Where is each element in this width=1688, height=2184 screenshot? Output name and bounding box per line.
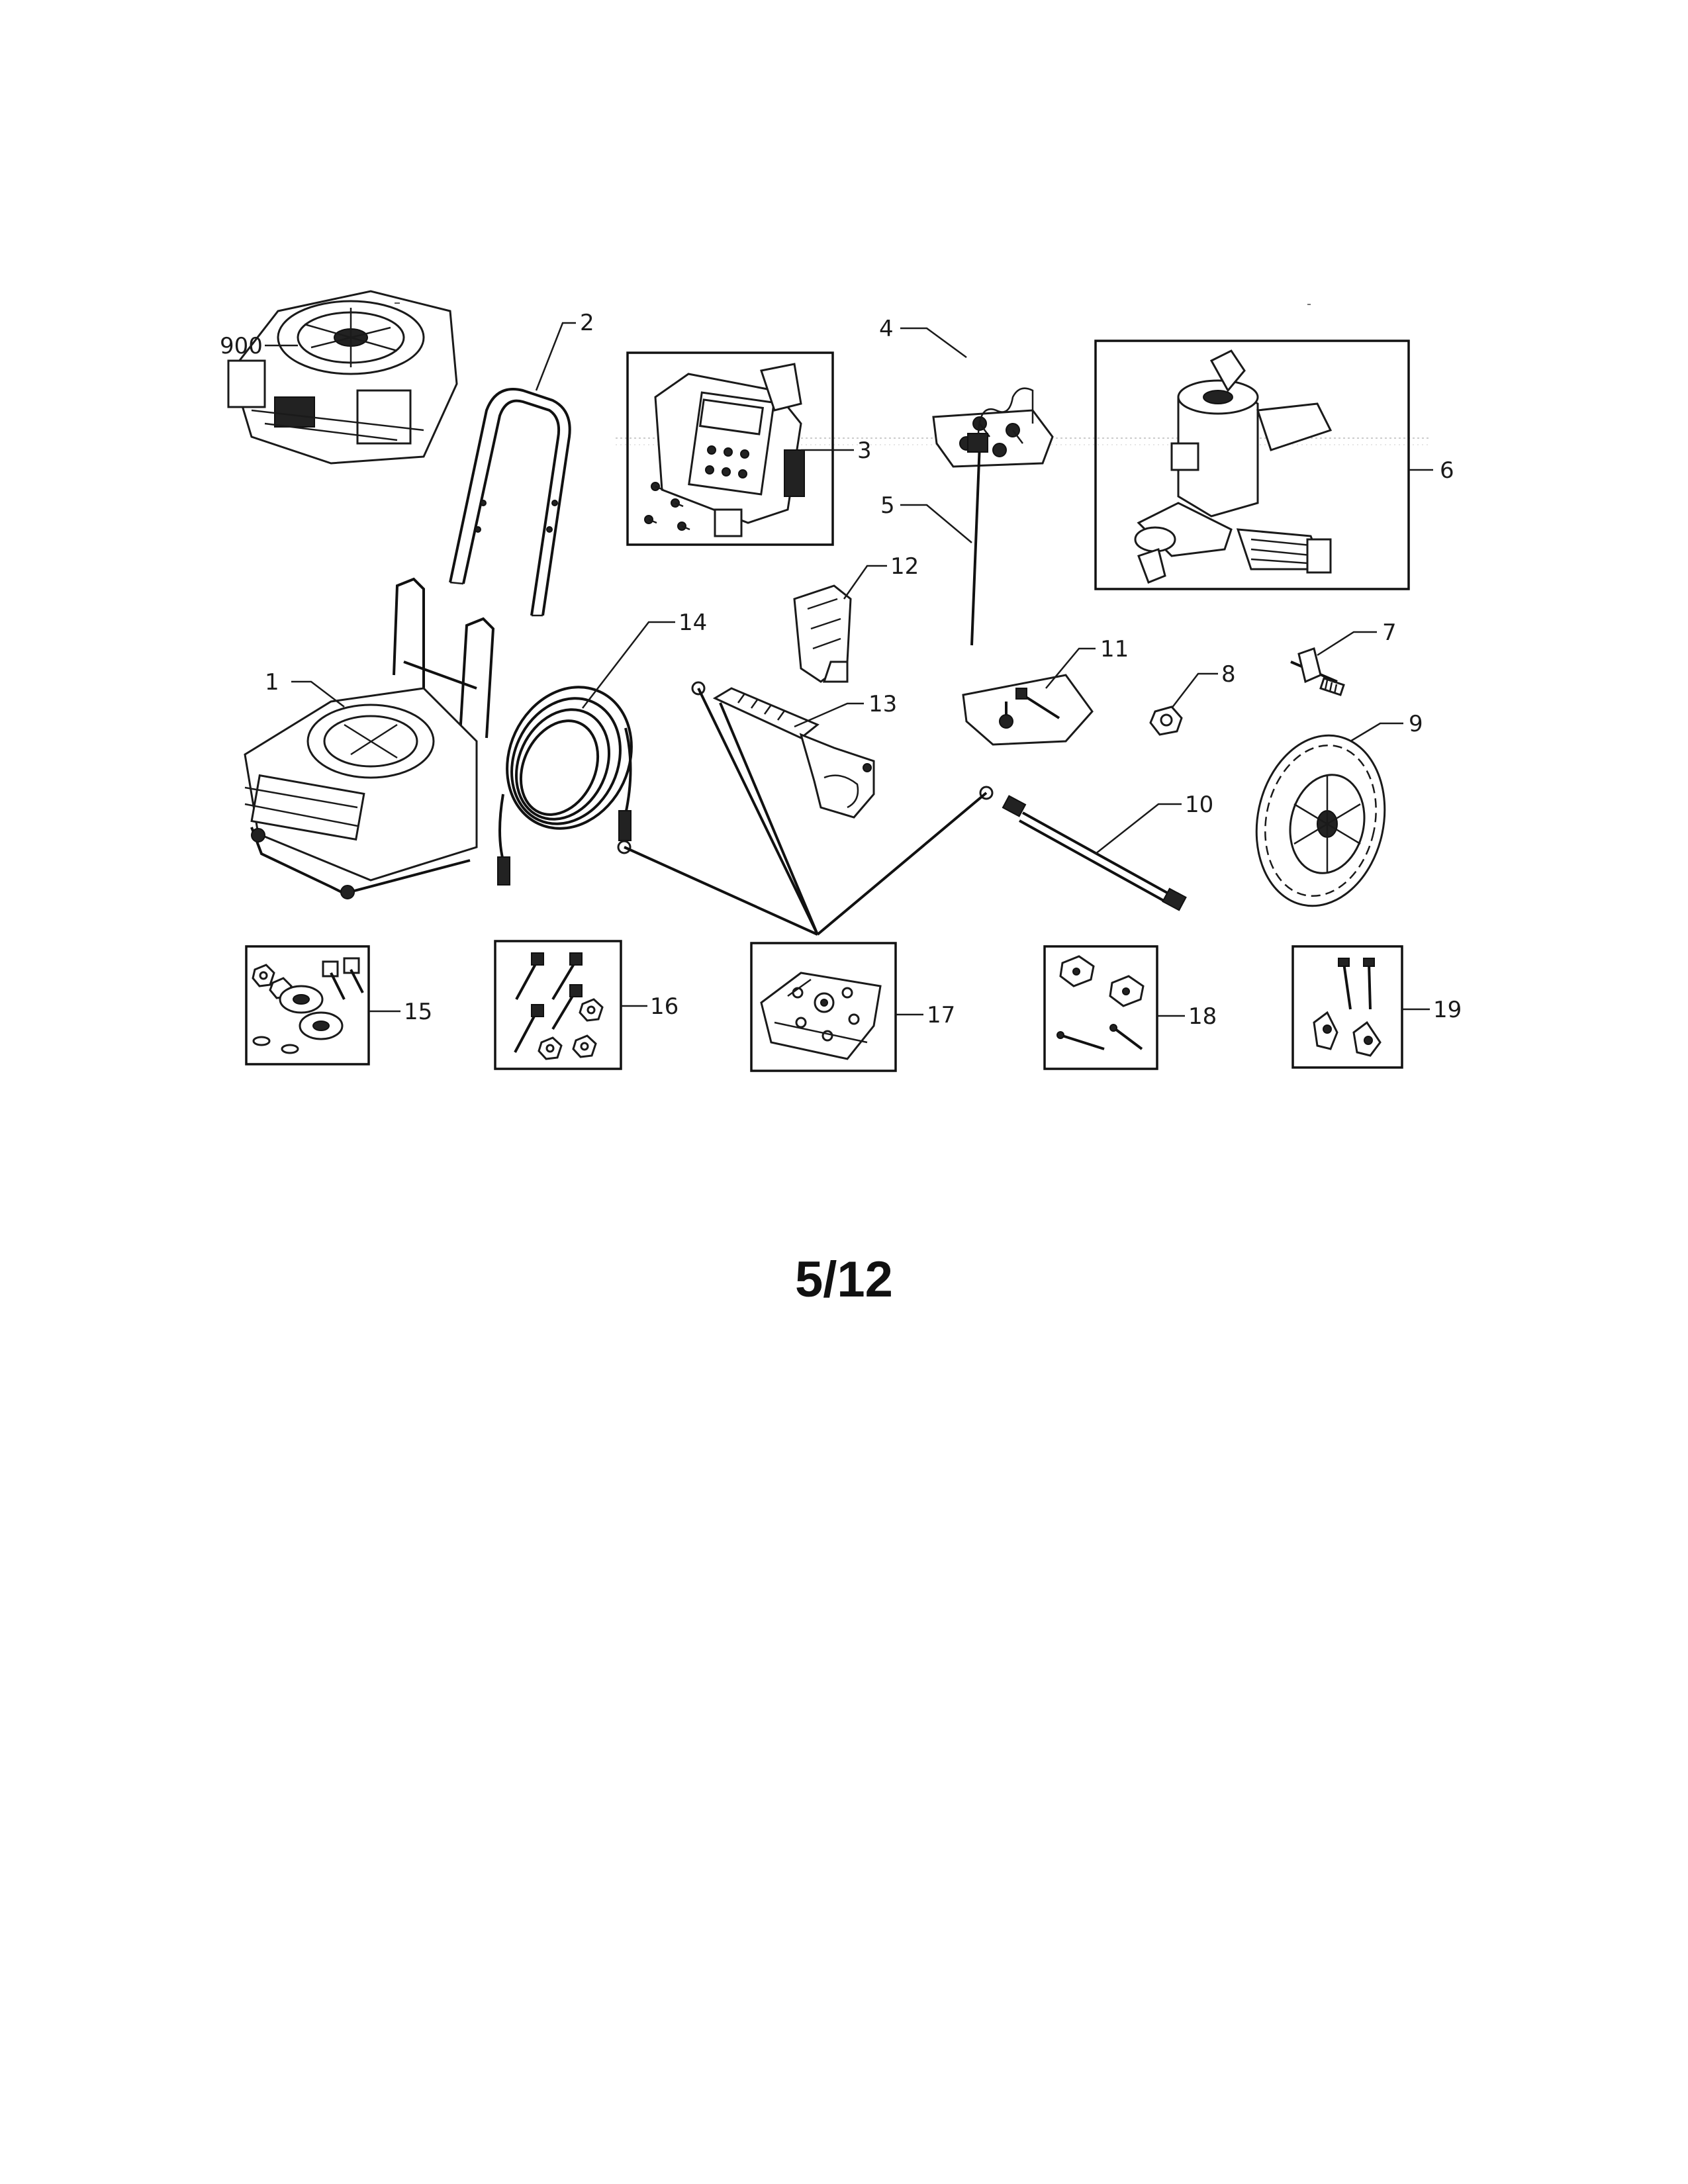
part-19-box xyxy=(1291,945,1403,1069)
callout-14: 14 xyxy=(679,610,707,636)
part-17-box xyxy=(750,942,897,1072)
callout-12: 12 xyxy=(890,553,919,580)
part-17-seal-kit[interactable] xyxy=(760,972,882,1060)
callout-1: 1 xyxy=(265,669,279,696)
leader-7 xyxy=(1317,631,1377,657)
leader-5 xyxy=(900,504,972,543)
part-4-hardware-bag[interactable] xyxy=(932,409,1054,468)
callout-6: 6 xyxy=(1440,457,1454,484)
part-18-knob-kit[interactable] xyxy=(1056,955,1145,1050)
callout-8: 8 xyxy=(1221,661,1236,688)
leader-4 xyxy=(900,327,967,359)
part-6-pump[interactable] xyxy=(1134,349,1333,584)
callout-5: 5 xyxy=(880,492,895,519)
part-16-box xyxy=(494,940,622,1070)
panel-screws xyxy=(644,482,690,531)
leader-10 xyxy=(1095,803,1182,854)
part-12-holster[interactable] xyxy=(793,584,852,683)
leader-8 xyxy=(1171,672,1218,709)
leader-1 xyxy=(291,680,345,707)
callout-18: 18 xyxy=(1188,1003,1217,1030)
part-10-wand[interactable] xyxy=(979,786,1187,911)
part-11-bag[interactable] xyxy=(962,674,1094,746)
part-1-frame[interactable] xyxy=(244,577,495,899)
callout-13: 13 xyxy=(868,691,897,717)
callout-11: 11 xyxy=(1100,636,1129,662)
callout-16: 16 xyxy=(650,993,679,1020)
leader-11 xyxy=(1045,647,1096,689)
part-9-wheel[interactable] xyxy=(1241,723,1400,918)
part-15-wheel-hardware-kit[interactable] xyxy=(252,957,364,1054)
part-7-axle-bolt[interactable] xyxy=(1290,647,1345,696)
page-number: 5/12 xyxy=(795,1251,893,1308)
part-14-hose[interactable] xyxy=(485,666,654,886)
part-5-sensor[interactable] xyxy=(967,387,1034,646)
part-900-engine[interactable] xyxy=(227,290,458,465)
leader-9 xyxy=(1350,722,1403,743)
leader-2 xyxy=(535,322,576,391)
callout-10: 10 xyxy=(1185,792,1213,818)
leader-14 xyxy=(582,621,675,709)
kit-17-reference-lines xyxy=(624,688,988,936)
leader-12 xyxy=(843,565,887,600)
callout-4: 4 xyxy=(879,316,894,342)
callout-15: 15 xyxy=(404,999,432,1025)
part-16-bolt-kit[interactable] xyxy=(514,952,604,1060)
callout-2: 2 xyxy=(580,310,594,336)
part-13-spray-gun[interactable] xyxy=(691,681,875,819)
part-6-box xyxy=(1094,340,1410,590)
callout-19: 19 xyxy=(1433,997,1462,1023)
part-15-box xyxy=(245,945,370,1066)
callout-17: 17 xyxy=(927,1002,955,1028)
part-3-control-panel[interactable] xyxy=(644,363,805,537)
part-3-box xyxy=(626,351,834,546)
callout-3: 3 xyxy=(857,437,872,464)
callout-900: 900 xyxy=(220,333,263,359)
part-18-box xyxy=(1043,945,1158,1070)
callout-7: 7 xyxy=(1382,619,1397,646)
leader-13 xyxy=(794,702,864,728)
part-8-nut[interactable] xyxy=(1149,705,1183,736)
callout-9: 9 xyxy=(1409,711,1423,737)
part-2-handle[interactable] xyxy=(449,388,571,617)
part-19-handle-knob-kit[interactable] xyxy=(1313,958,1382,1057)
